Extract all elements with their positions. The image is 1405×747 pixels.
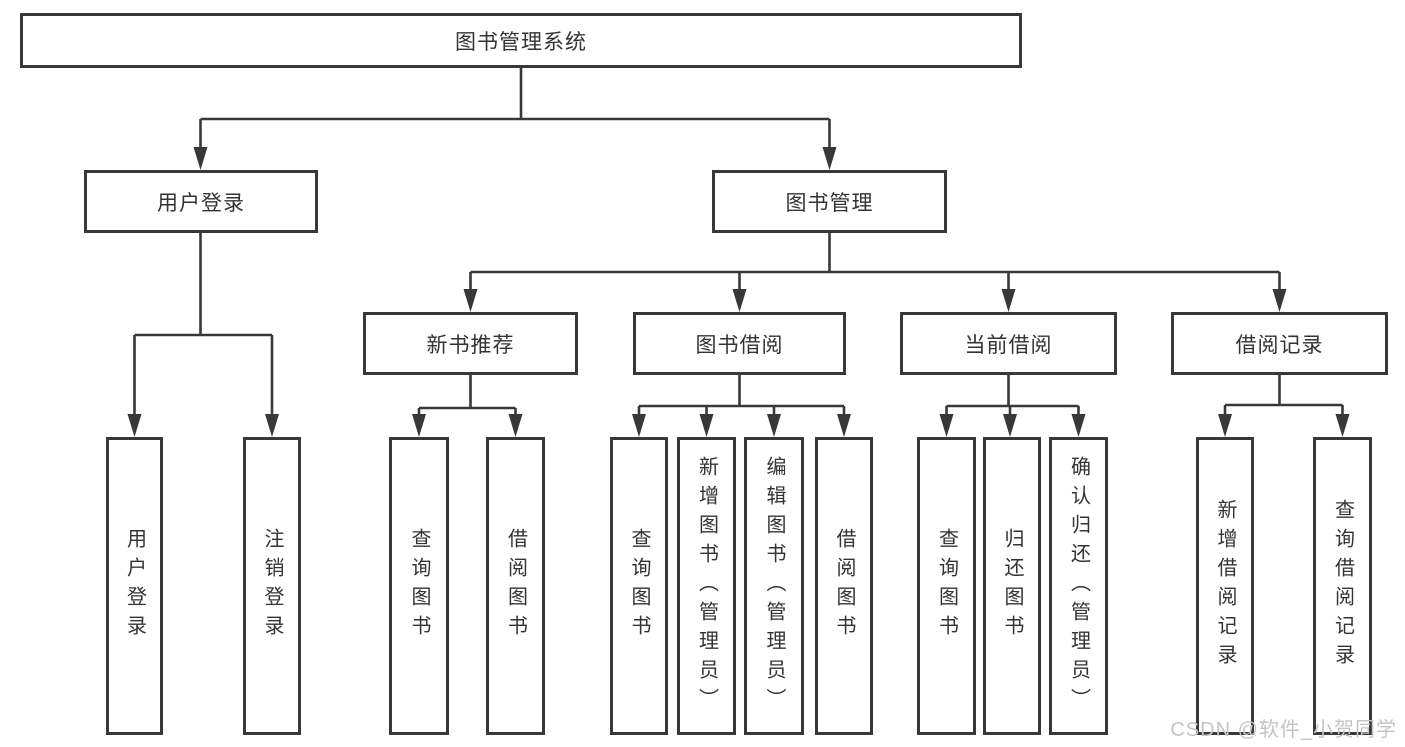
node-label: 编辑图书（管理员） bbox=[763, 455, 785, 717]
node-label: 图书管理系统 bbox=[455, 30, 587, 54]
node-label: 新增借阅记录 bbox=[1214, 499, 1236, 673]
leaf-query-books: 查询图书 bbox=[917, 437, 976, 735]
node-label: 当前借阅 bbox=[964, 333, 1053, 357]
node-label: 查询图书 bbox=[935, 528, 958, 644]
node-book-management: 图书管理 bbox=[712, 170, 947, 233]
node-label: 借阅记录 bbox=[1235, 333, 1324, 357]
node-user-login: 用户登录 bbox=[84, 170, 318, 233]
node-book-borrowing: 图书借阅 bbox=[633, 312, 846, 375]
leaf-add-book-admin: 新增图书（管理员） bbox=[677, 437, 736, 735]
leaf-borrow-books: 借阅图书 bbox=[815, 437, 873, 735]
leaf-query-books: 查询图书 bbox=[610, 437, 668, 735]
leaf-borrow-books: 借阅图书 bbox=[486, 437, 545, 735]
node-label: 查询图书 bbox=[408, 528, 430, 644]
leaf-return-books: 归还图书 bbox=[983, 437, 1041, 735]
leaf-query-books: 查询图书 bbox=[389, 437, 449, 735]
node-borrowing-records: 借阅记录 bbox=[1171, 312, 1388, 375]
node-label: 确认归还（管理员） bbox=[1067, 455, 1090, 717]
leaf-query-borrow-record: 查询借阅记录 bbox=[1313, 437, 1372, 735]
node-label: 用户登录 bbox=[123, 528, 146, 644]
node-label: 新书推荐 bbox=[426, 333, 515, 357]
node-label: 用户登录 bbox=[157, 191, 245, 215]
leaf-edit-book-admin: 编辑图书（管理员） bbox=[744, 437, 804, 735]
node-label: 图书管理 bbox=[785, 191, 874, 215]
leaf-user-login: 用户登录 bbox=[106, 437, 163, 735]
leaf-confirm-return-admin: 确认归还（管理员） bbox=[1049, 437, 1108, 735]
leaf-logout: 注销登录 bbox=[243, 437, 301, 735]
node-label: 查询借阅记录 bbox=[1331, 499, 1354, 673]
node-book-management-system: 图书管理系统 bbox=[20, 13, 1022, 68]
node-label: 归还图书 bbox=[1001, 528, 1023, 644]
node-label: 新增图书（管理员） bbox=[695, 455, 718, 717]
node-label: 注销登录 bbox=[261, 528, 283, 644]
node-new-book-recommendation: 新书推荐 bbox=[363, 312, 578, 375]
watermark: CSDN @软件_小贺同学 bbox=[1170, 719, 1397, 741]
leaf-add-borrow-record: 新增借阅记录 bbox=[1196, 437, 1254, 735]
node-label: 借阅图书 bbox=[833, 528, 855, 644]
node-label: 借阅图书 bbox=[504, 528, 527, 644]
node-label: 图书借阅 bbox=[695, 333, 784, 357]
node-label: 查询图书 bbox=[628, 528, 650, 644]
node-current-borrowing: 当前借阅 bbox=[900, 312, 1117, 375]
